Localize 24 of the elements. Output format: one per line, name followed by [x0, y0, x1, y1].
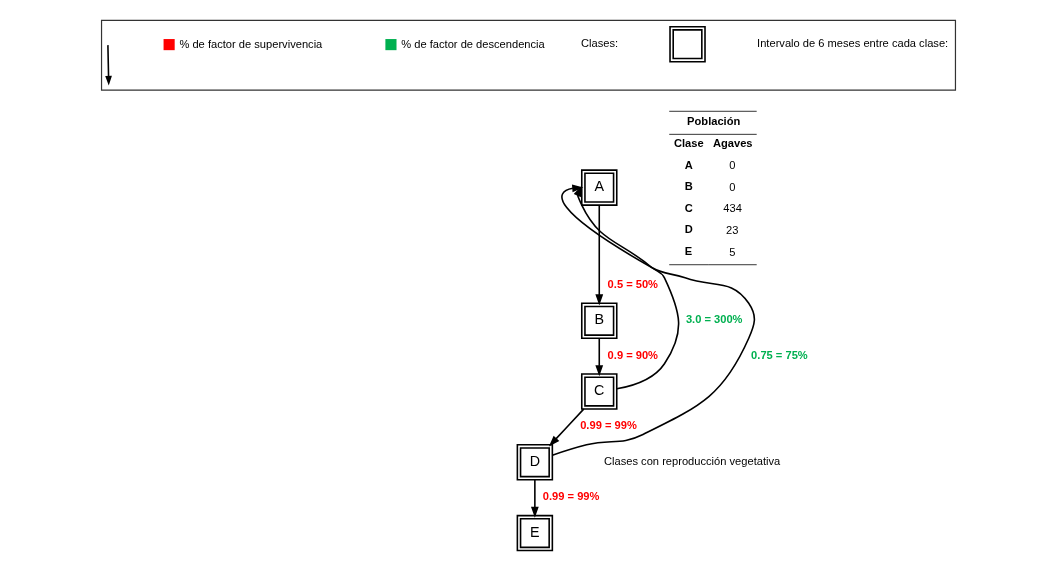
legend-label: Clases: [580, 37, 619, 50]
label: 434 [723, 202, 742, 215]
edge-label: 0.9 = 90% [607, 348, 659, 361]
label: D [684, 223, 693, 236]
legend-label: % de factor de supervivencia [179, 37, 323, 50]
label: 0 [729, 180, 736, 193]
edge-label: 0.99 = 99% [580, 419, 637, 432]
label: E [684, 245, 693, 258]
label: Agaves [712, 137, 753, 150]
label: Clases con reproducción vegetativa [604, 455, 781, 468]
legend-label: % de factor de descendencia [401, 37, 545, 50]
label: 0 [729, 159, 736, 172]
label: 23 [726, 223, 739, 236]
label: Clase [674, 137, 704, 150]
legend-label: Intervalo de 6 meses entre cada clase: [757, 37, 949, 50]
edge-label: 0.75 = 75% [751, 348, 808, 361]
edge-label: 0.5 = 50% [607, 277, 659, 290]
label: A [684, 158, 693, 171]
label: C [684, 201, 693, 214]
label: B [684, 180, 693, 193]
label: 5 [729, 246, 736, 259]
label: Población [687, 114, 741, 127]
edge-label: 3.0 = 300% [685, 313, 743, 326]
edge-label: 0.99 = 99% [542, 490, 600, 503]
